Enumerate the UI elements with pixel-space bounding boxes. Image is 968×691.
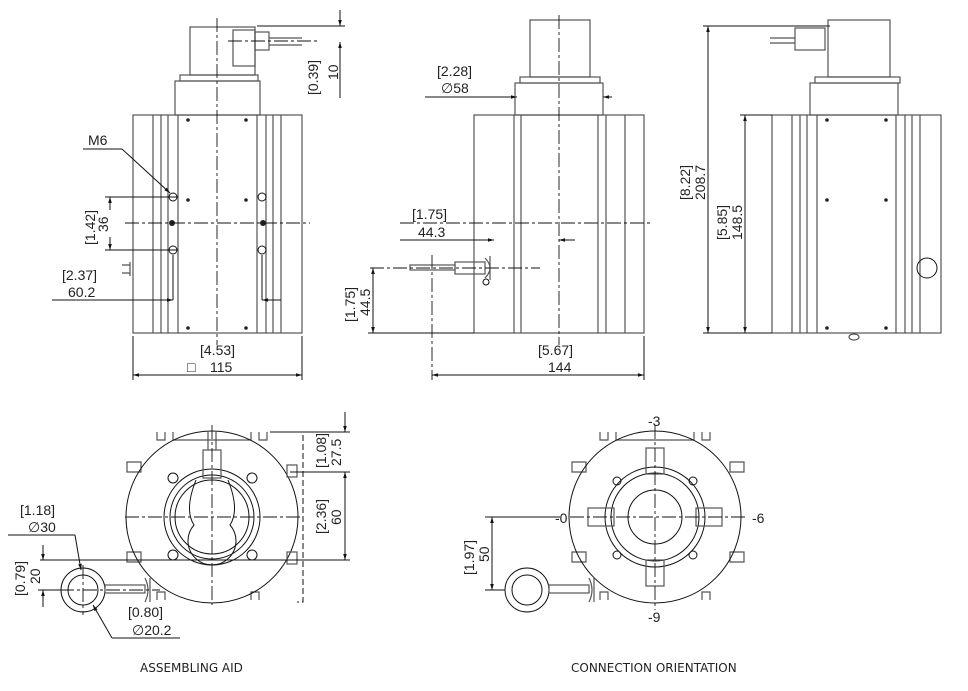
dim-body-height-mm: 148.5 xyxy=(729,205,745,240)
dim-top-in: [1.08] xyxy=(313,433,329,468)
dim-diameter-in: [2.28] xyxy=(437,63,472,79)
dim-mid-mm: 60 xyxy=(328,509,344,525)
dim-width-in: [4.53] xyxy=(200,342,235,358)
dim-hole-spacing-in: [1.42] xyxy=(82,210,98,245)
dim-cable-depth-mm: 44.3 xyxy=(418,224,445,240)
dim-width-mm: 115 xyxy=(210,359,233,375)
dim-diameter-mm: ∅58 xyxy=(441,80,469,96)
orientation-left: -0 xyxy=(555,510,568,526)
dim-mid-in: [2.36] xyxy=(313,499,329,534)
thread-label: M6 xyxy=(88,132,108,148)
dim-cable-offset-in: [0.39] xyxy=(305,60,321,95)
orientation-bottom: -9 xyxy=(648,609,661,625)
dim-cable-depth-in: [1.75] xyxy=(412,206,447,222)
dim-offset-mm: 50 xyxy=(476,546,492,562)
connection-orientation-caption: CONNECTION ORIENTATION xyxy=(571,661,737,675)
dim-body-height-in: [5.85] xyxy=(714,205,730,240)
square-symbol: □ xyxy=(187,359,196,375)
dim-ring-offset-in: [0.79] xyxy=(12,561,28,596)
dim-cable-height-mm: 44.5 xyxy=(357,289,373,316)
assembling-aid-view: [1.08] 27.5 [2.36] 60 [1.18] ∅30 [0.79] … xyxy=(8,412,350,675)
dim-slot-spacing-in: [2.37] xyxy=(62,267,97,283)
side-view: [2.28] ∅58 [1.75] 44.3 [1.75] 44.5 [5.67… xyxy=(342,15,650,380)
dim-top-mm: 27.5 xyxy=(328,439,344,466)
orientation-top: -3 xyxy=(648,413,661,429)
dim-cable-height-in: [1.75] xyxy=(342,287,358,322)
dim-ring-in: [1.18] xyxy=(20,502,55,518)
dim-ring-mm: ∅30 xyxy=(28,519,56,535)
orientation-right: -6 xyxy=(752,510,765,526)
dim-ring-inner-in: [0.80] xyxy=(128,604,163,620)
dim-total-height-in: [8.22] xyxy=(677,165,693,200)
dim-width-in: [5.67] xyxy=(538,342,573,358)
dim-cable-offset-mm: 10 xyxy=(325,64,341,80)
rear-view: [8.22] 208.7 [5.85] 148.5 xyxy=(677,19,942,341)
dim-slot-spacing-mm: 60.2 xyxy=(68,284,95,300)
dim-ring-inner-mm: ∅20.2 xyxy=(132,622,172,638)
dim-width-mm: 144 xyxy=(548,359,572,375)
dim-offset-in: [1.97] xyxy=(461,540,477,575)
dim-total-height-mm: 208.7 xyxy=(692,165,708,200)
dim-hole-spacing-mm: 36 xyxy=(95,216,111,232)
connection-orientation-view: -3 -0 -6 -9 [1.97] 50 CONNECTION ORIENTA… xyxy=(461,413,765,675)
assembling-aid-caption: ASSEMBLING AID xyxy=(140,661,243,675)
front-view: [0.39] 10 M6 [1.42] 36 [2.37] 60.2 [4.53… xyxy=(52,10,345,380)
dim-ring-offset-mm: 20 xyxy=(27,568,43,584)
